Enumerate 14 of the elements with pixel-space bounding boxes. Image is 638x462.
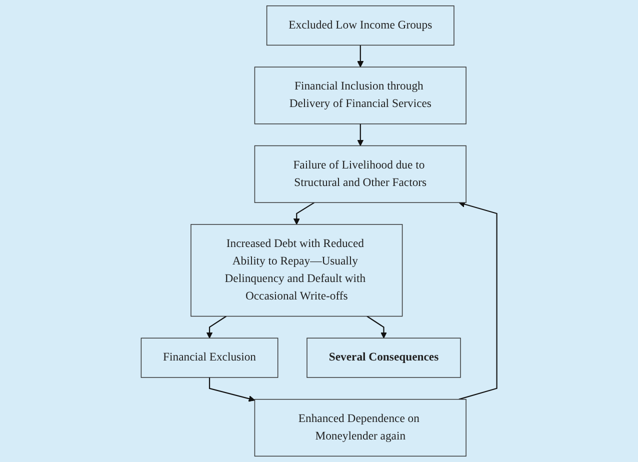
arrow [208,377,256,402]
node-box: Enhanced Dependence on Moneylender again [254,398,466,457]
arrow [366,316,387,338]
arrow [458,201,498,400]
node-box: Excluded Low Income Groups [266,5,454,46]
node-box: Financial Inclusion through Delivery of Financial Services [254,66,466,124]
arrow [293,202,315,225]
node-box: Increased Debt with Reduced Ability to Repay—Usually Delinquency and Default with Occasional Write-offs [190,224,403,317]
node-box: Failure of Livelihood due to Structural and Other Factors [254,145,466,203]
arrow [206,316,227,338]
arrow [357,45,364,68]
node-box: Several Consequences [306,338,461,378]
node-box: Financial Exclusion [140,338,278,378]
arrow [357,124,364,146]
